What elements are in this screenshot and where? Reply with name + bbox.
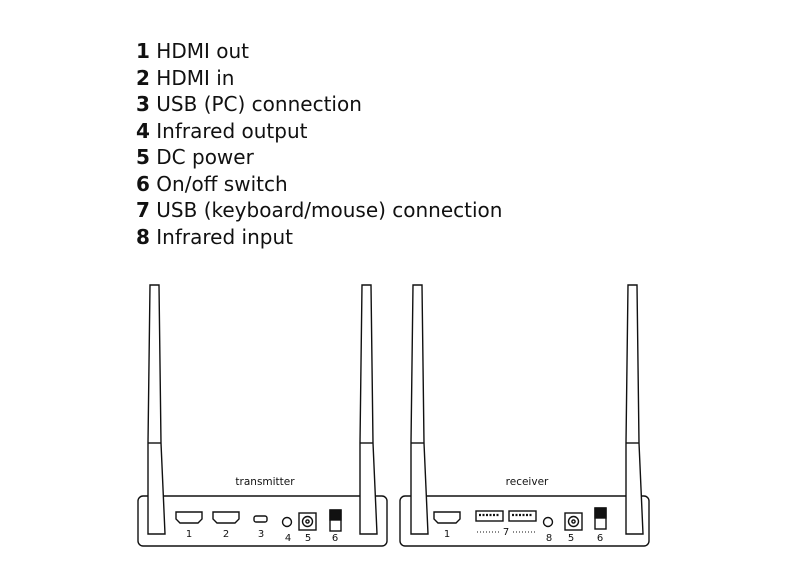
legend-number: 7: [136, 198, 150, 222]
legend-text: DC power: [156, 145, 254, 169]
legend-text: USB (keyboard/mouse) connection: [156, 198, 503, 222]
usb-mouse-port-icon: [508, 510, 537, 522]
legend-number: 2: [136, 65, 150, 90]
infrared-input-icon: [542, 516, 554, 528]
hdmi-out-port-icon: [433, 511, 461, 524]
legend-text: HDMI out: [156, 39, 249, 63]
legend-number: 5: [136, 145, 150, 169]
legend-item: 2 HDMI in: [136, 65, 502, 92]
legend-number: 6: [136, 171, 150, 196]
usb-keyboard-port-icon: [475, 510, 504, 522]
port-label: 3: [258, 529, 264, 540]
receiver-unit: [399, 284, 650, 547]
legend-text: Infrared input: [156, 224, 293, 249]
legend-item: 5 DC power: [136, 144, 502, 171]
legend-number: 4: [136, 118, 150, 143]
transmitter-left-antenna-icon: [147, 284, 166, 535]
hdmi-out-port-icon: [175, 511, 203, 524]
receiver-body: [399, 495, 650, 547]
legend-item: 3 USB (PC) connection: [136, 91, 502, 118]
legend-text: On/off switch: [156, 171, 288, 196]
legend-number: 8: [136, 224, 150, 249]
legend-list: 1 HDMI out 2 HDMI in 3 USB (PC) connecti…: [136, 38, 502, 250]
transmitter-body: [137, 495, 388, 547]
receiver-right-antenna-icon: [625, 284, 644, 535]
port-label: 2: [223, 529, 229, 540]
dc-power-port-icon: [564, 512, 583, 531]
port-label: 1: [444, 529, 450, 540]
receiver-title: receiver: [506, 476, 549, 488]
transmitter-right-antenna-icon: [359, 284, 378, 535]
hdmi-in-port-icon: [212, 511, 240, 524]
legend-text: USB (PC) connection: [156, 92, 362, 116]
infrared-output-icon: [281, 516, 293, 528]
port-label: 6: [597, 533, 603, 544]
port-label: 6: [332, 533, 338, 544]
legend-number: 3: [136, 92, 150, 116]
port-label: 4: [285, 533, 291, 544]
legend-item: 8 Infrared input: [136, 224, 502, 251]
legend-item: 6 On/off switch: [136, 171, 502, 198]
legend-number: 1: [136, 39, 150, 63]
legend-item: 7 USB (keyboard/mouse) connection: [136, 197, 502, 224]
port-label: 5: [305, 533, 311, 544]
port-label: 7: [503, 527, 509, 538]
receiver-left-antenna-icon: [410, 284, 429, 535]
legend-text: Infrared output: [156, 118, 308, 143]
port-label: 8: [546, 533, 552, 544]
transmitter-unit: [137, 284, 388, 547]
legend-text: HDMI in: [156, 65, 235, 90]
legend-item: 4 Infrared output: [136, 118, 502, 145]
dc-power-port-icon: [298, 512, 317, 531]
port-label: 5: [568, 533, 574, 544]
usb-pc-port-icon: [253, 515, 268, 523]
transmitter-title: transmitter: [235, 476, 295, 488]
legend-item: 1 HDMI out: [136, 38, 502, 65]
port-label: 1: [186, 529, 192, 540]
